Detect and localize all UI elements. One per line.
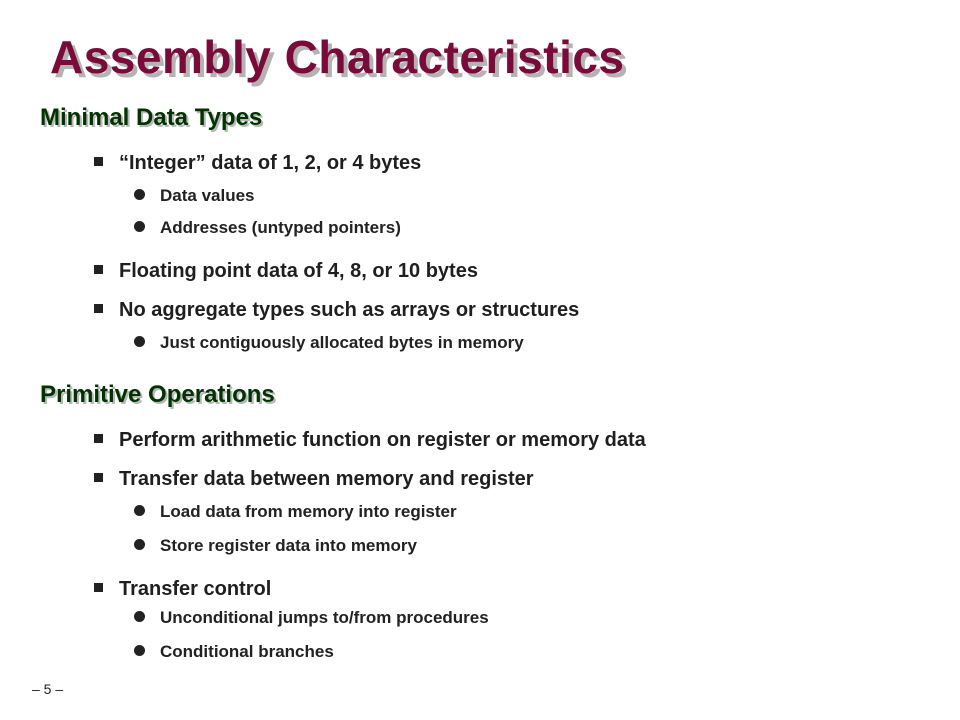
round-bullet-icon bbox=[134, 336, 145, 347]
bullet-floating-point: Floating point data of 4, 8, or 10 bytes bbox=[94, 259, 478, 283]
section-heading-primitive-operations: Primitive Operations bbox=[40, 381, 275, 408]
sub-bullet-addresses: Addresses (untyped pointers) bbox=[134, 218, 401, 238]
page-number: – 5 – bbox=[32, 681, 64, 697]
square-bullet-icon bbox=[94, 265, 103, 274]
square-bullet-icon bbox=[94, 157, 103, 166]
slide-title: Assembly Characteristics bbox=[50, 31, 625, 83]
round-bullet-icon bbox=[134, 611, 145, 622]
bullet-transfer-data: Transfer data between memory and registe… bbox=[94, 467, 534, 491]
sub-bullet-conditional-branches: Conditional branches bbox=[134, 642, 334, 662]
square-bullet-icon bbox=[94, 434, 103, 443]
round-bullet-icon bbox=[134, 221, 145, 232]
sub-bullet-store-data: Store register data into memory bbox=[134, 536, 417, 556]
round-bullet-icon bbox=[134, 505, 145, 516]
sub-bullet-unconditional-jumps: Unconditional jumps to/from procedures bbox=[134, 608, 489, 628]
sub-bullet-data-values: Data values bbox=[134, 186, 255, 206]
bullet-perform-arithmetic: Perform arithmetic function on register … bbox=[94, 428, 646, 452]
bullet-no-aggregate-types: No aggregate types such as arrays or str… bbox=[94, 298, 579, 322]
square-bullet-icon bbox=[94, 583, 103, 592]
bullet-transfer-control: Transfer control bbox=[94, 577, 271, 601]
round-bullet-icon bbox=[134, 539, 145, 550]
bullet-integer-data: “Integer” data of 1, 2, or 4 bytes bbox=[94, 151, 421, 175]
section-heading-minimal-data-types: Minimal Data Types bbox=[40, 104, 263, 131]
square-bullet-icon bbox=[94, 304, 103, 313]
sub-bullet-load-data: Load data from memory into register bbox=[134, 502, 457, 522]
round-bullet-icon bbox=[134, 189, 145, 200]
square-bullet-icon bbox=[94, 473, 103, 482]
sub-bullet-contiguous-bytes: Just contiguously allocated bytes in mem… bbox=[134, 333, 524, 353]
round-bullet-icon bbox=[134, 645, 145, 656]
